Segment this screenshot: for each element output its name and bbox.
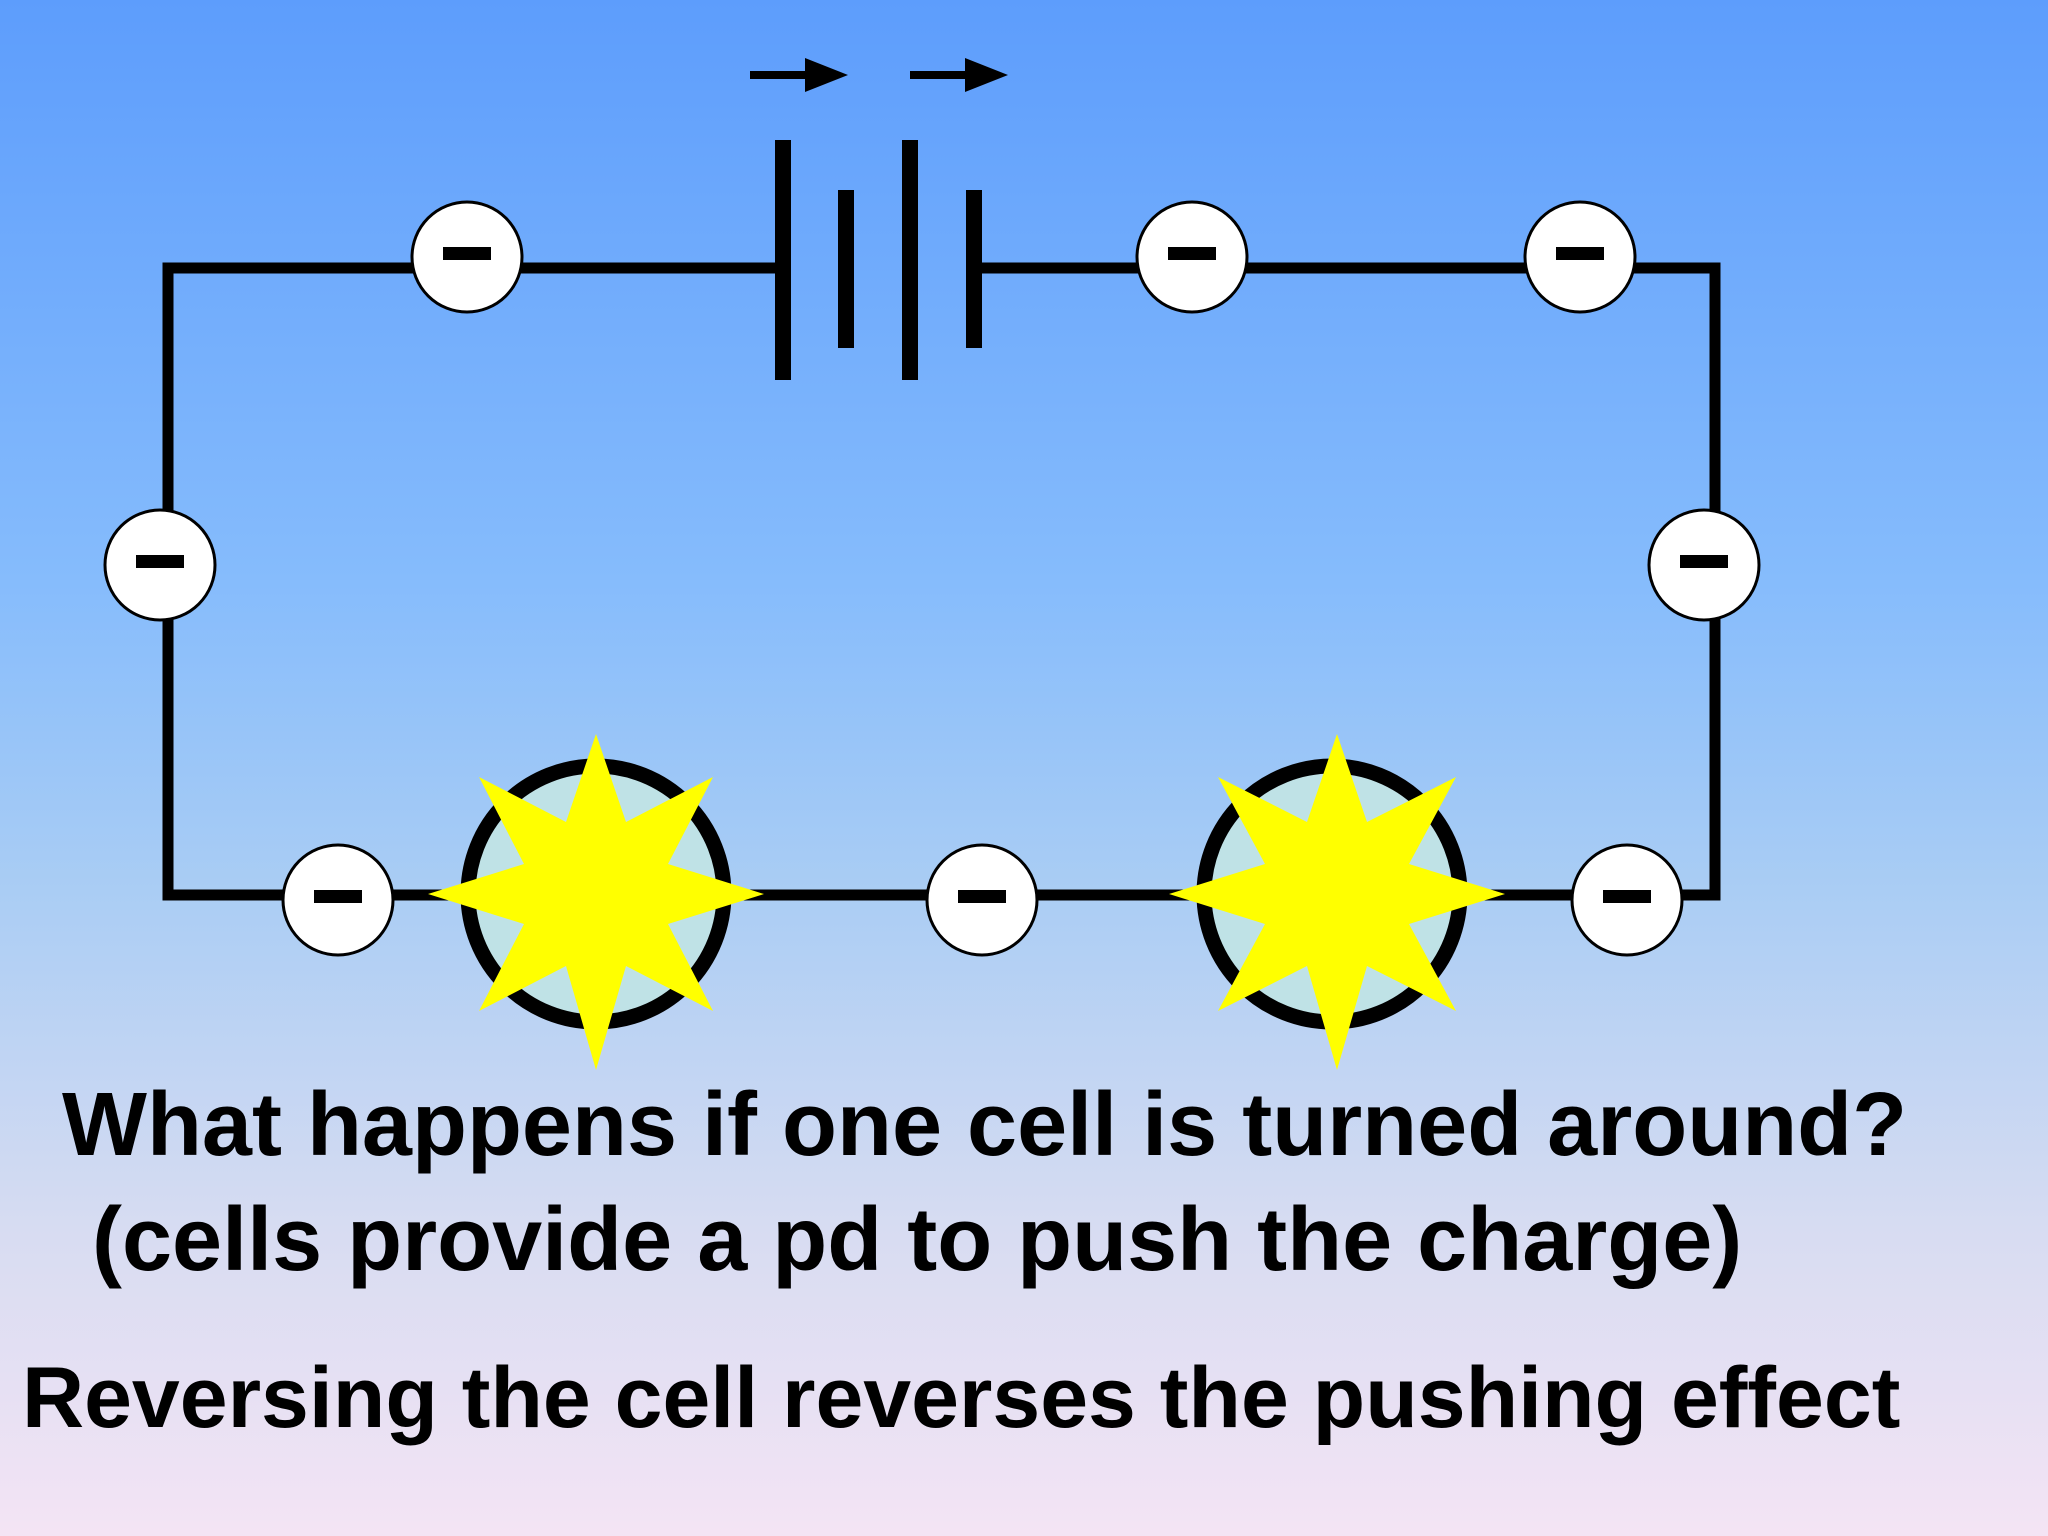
circuit-wire bbox=[162, 262, 1721, 901]
negative-sign bbox=[136, 555, 184, 568]
arrow-right-icon bbox=[750, 58, 848, 92]
electrons bbox=[103, 200, 1761, 957]
negative-sign bbox=[958, 890, 1006, 903]
lamp-left bbox=[428, 734, 764, 1070]
electron-icon bbox=[103, 508, 217, 622]
flash-icon bbox=[1169, 734, 1505, 1070]
question-text: What happens if one cell is turned aroun… bbox=[62, 1075, 1908, 1175]
negative-sign bbox=[1603, 890, 1651, 903]
cell-symbol-icon bbox=[775, 140, 982, 380]
electron-icon bbox=[281, 843, 395, 957]
answer-text: Reversing the cell reverses the pushing … bbox=[22, 1350, 1901, 1446]
negative-sign bbox=[1556, 247, 1604, 260]
arrow-right-icon bbox=[910, 58, 1008, 92]
negative-sign bbox=[1680, 555, 1728, 568]
hint-text: (cells provide a pd to push the charge) bbox=[92, 1190, 1743, 1290]
electron-icon bbox=[1570, 843, 1684, 957]
electron-icon bbox=[410, 200, 524, 314]
electron-icon bbox=[1135, 200, 1249, 314]
negative-sign bbox=[443, 247, 491, 260]
lamp-right bbox=[1169, 734, 1505, 1070]
flash-icon bbox=[428, 734, 764, 1070]
electron-icon bbox=[925, 843, 1039, 957]
negative-sign bbox=[1168, 247, 1216, 260]
negative-sign bbox=[314, 890, 362, 903]
electron-icon bbox=[1523, 200, 1637, 314]
electron-icon bbox=[1647, 508, 1761, 622]
